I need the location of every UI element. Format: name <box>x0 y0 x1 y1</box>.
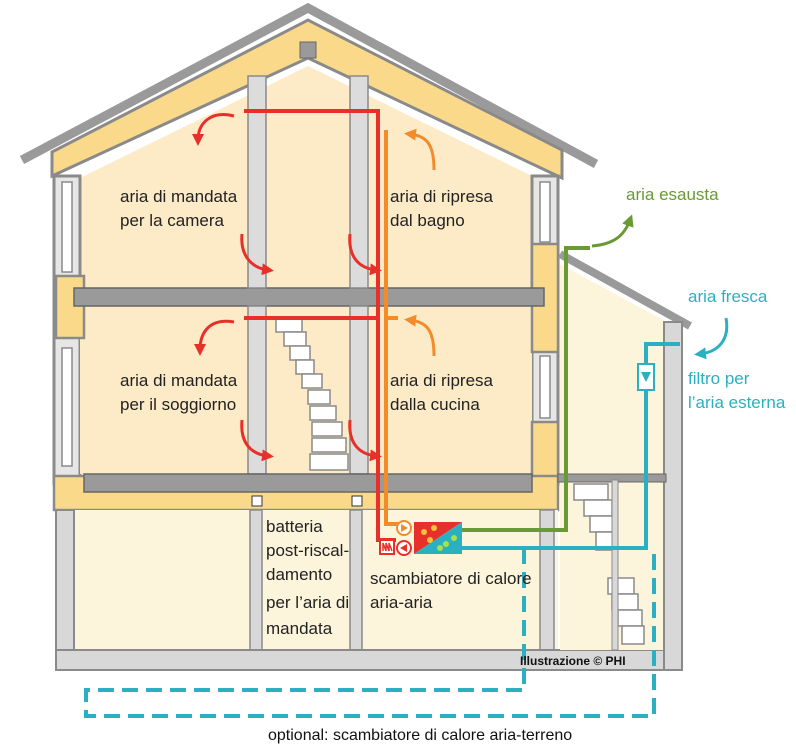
label-outdoor-filter: filtro per l’aria esterna <box>688 369 786 412</box>
right-wall-insulation-lower <box>530 420 560 486</box>
image-credit: Illustrazione © PHI <box>520 654 626 668</box>
label-post-heater-line-5: mandata <box>266 619 333 638</box>
arrow-supply-living-down-2 <box>348 419 382 462</box>
annex-roof-line <box>558 250 692 330</box>
label-heat-exchanger-line-2: aria-aria <box>370 593 433 612</box>
arrow-supply-bedroom-down-2 <box>348 233 382 276</box>
label-extract-kitchen: aria di ripresa dalla cucina <box>390 371 498 414</box>
arrow-supply-bedroom-left <box>192 113 235 146</box>
house-structure <box>19 2 692 671</box>
heat-recovery-unit <box>414 522 462 554</box>
outdoor-air-filter <box>637 363 655 391</box>
label-post-heater-line-4: per l’aria di <box>266 593 349 612</box>
exhaust-duct <box>462 246 590 532</box>
arrow-extract-kitchen <box>404 314 436 357</box>
heater-coil-icon <box>379 539 395 555</box>
ground-exchanger-loop <box>84 548 656 718</box>
label-supply-bedroom: aria di mandata per la camera <box>120 187 242 230</box>
basement-pillar-2 <box>349 509 363 651</box>
left-wall-insulation <box>54 274 86 340</box>
fresh-air-duct <box>462 342 680 550</box>
label-post-heater-line-1: batteria <box>266 517 323 536</box>
label-outdoor-filter-line-2: l’aria esterna <box>688 393 786 412</box>
slab-valve-right <box>351 495 363 507</box>
annex-right-wall <box>663 321 683 671</box>
arrow-supply-living-down-1 <box>240 419 274 462</box>
label-supply-bedroom-line-1: aria di mandata <box>120 187 238 206</box>
staircase <box>275 317 349 471</box>
label-extract-kitchen-line-2: dalla cucina <box>390 395 480 414</box>
label-extract-bathroom-line-1: aria di ripresa <box>390 187 494 206</box>
arrow-fresh-air <box>694 317 729 360</box>
left-window-upper <box>61 181 73 273</box>
ground-floor-slab <box>83 473 533 493</box>
left-window-lower <box>61 347 73 467</box>
slab-valve-left <box>251 495 263 507</box>
roof-line <box>19 2 599 168</box>
right-window-lower <box>539 355 551 419</box>
label-optional-ground-exchanger: optional: scambiatore di calore aria-ter… <box>268 727 572 744</box>
arrow-supply-living-left <box>194 319 235 356</box>
label-outdoor-filter-line-1: filtro per <box>688 369 750 388</box>
basement-interior <box>74 510 558 650</box>
label-post-heater: batteria post-riscal- damento per l’aria… <box>266 517 354 638</box>
label-fresh-air: aria fresca <box>688 287 768 306</box>
arrow-supply-bedroom-down-1 <box>240 233 274 276</box>
partition-upper-right <box>349 75 369 289</box>
label-extract-kitchen-line-1: aria di ripresa <box>390 371 494 390</box>
intermediate-floor <box>73 287 545 307</box>
annex-partition <box>611 479 619 651</box>
extract-duct <box>384 130 402 526</box>
ground-floor-interior <box>80 306 532 474</box>
fan-icon <box>396 520 412 556</box>
label-post-heater-line-3: damento <box>266 565 332 584</box>
arrow-exhaust-air <box>591 214 634 248</box>
label-supply-living-line-1: aria di mandata <box>120 371 238 390</box>
label-exhaust-air: aria esausta <box>626 185 719 204</box>
label-extract-bathroom-line-2: dal bagno <box>390 211 465 230</box>
label-post-heater-line-2: post-riscal- <box>266 541 349 560</box>
label-supply-bedroom-line-2: per la camera <box>120 211 224 230</box>
basement-left-wall <box>55 509 75 671</box>
label-heat-exchanger-line-1: scambiatore di calore <box>370 569 532 588</box>
arrow-extract-bathroom <box>404 128 436 171</box>
basement-pillar-1 <box>249 509 263 651</box>
ridge-vent <box>299 41 317 59</box>
extract-arrows <box>404 128 436 357</box>
supply-arrows <box>192 113 382 462</box>
right-window-upper <box>539 181 551 243</box>
label-supply-living-line-2: per il soggiorno <box>120 395 236 414</box>
label-heat-exchanger: scambiatore di calore aria-aria <box>370 569 536 612</box>
label-supply-living: aria di mandata per il soggiorno <box>120 371 242 414</box>
label-extract-bathroom: aria di ripresa dal bagno <box>390 187 498 230</box>
partition-upper-left <box>247 75 267 289</box>
upper-floor-interior <box>80 66 532 288</box>
annex-staircase <box>573 483 645 645</box>
